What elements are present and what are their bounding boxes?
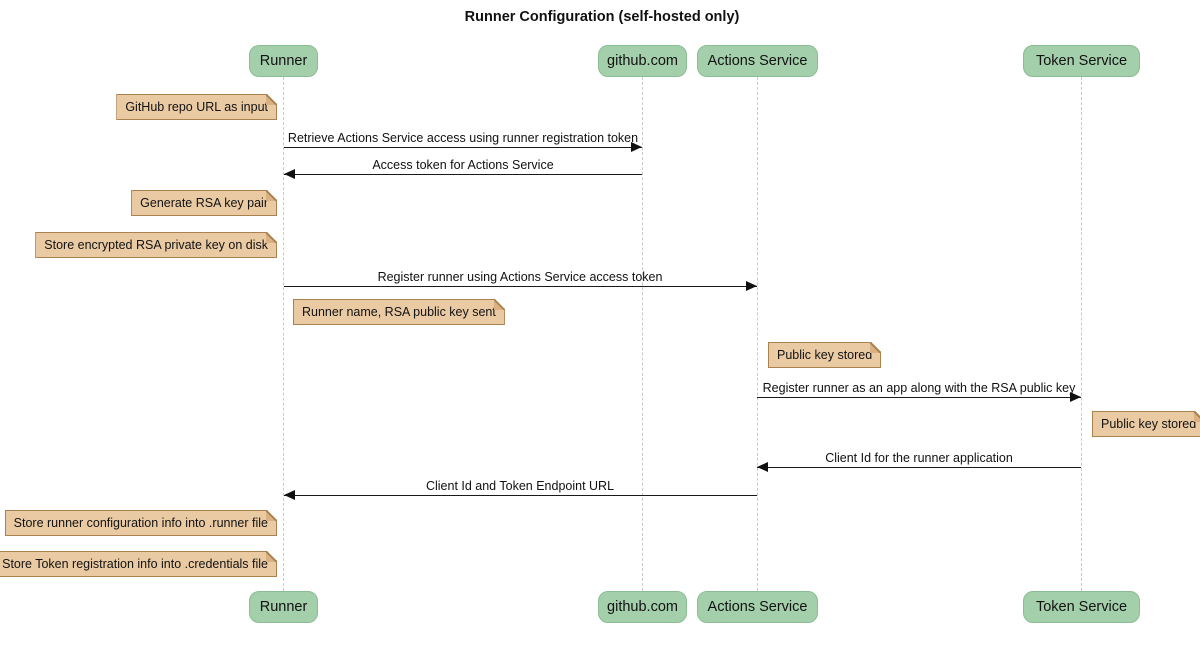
participant-runner-top: Runner xyxy=(249,45,318,77)
participant-token-service-top: Token Service xyxy=(1023,45,1140,77)
note-text: GitHub repo URL as input xyxy=(125,100,268,114)
lifeline-runner xyxy=(283,77,284,591)
note-github-repo-url: GitHub repo URL as input xyxy=(116,94,277,120)
message-line-4 xyxy=(757,397,1081,398)
note-text: Generate RSA key pair xyxy=(140,196,268,210)
message-label-3: Register runner using Actions Service ac… xyxy=(377,270,663,284)
note-text: Store encrypted RSA private key on disk xyxy=(44,238,268,252)
note-store-private-key: Store encrypted RSA private key on disk xyxy=(35,232,277,258)
message-line-5 xyxy=(757,467,1081,468)
note-text: Store runner configuration info into .ru… xyxy=(13,516,268,530)
participant-label: github.com xyxy=(607,599,678,615)
message-label-1: Retrieve Actions Service access using ru… xyxy=(287,131,639,145)
participant-actions-service-bottom: Actions Service xyxy=(697,591,818,623)
message-line-3 xyxy=(284,286,757,287)
note-text: Public key stored xyxy=(1101,417,1197,431)
participant-runner-bottom: Runner xyxy=(249,591,318,623)
arrowhead-left-icon xyxy=(284,490,295,500)
arrowhead-left-icon xyxy=(284,169,295,179)
note-generate-rsa-key-pair: Generate RSA key pair xyxy=(131,190,277,216)
participant-label: Actions Service xyxy=(707,53,808,69)
participant-label: Token Service xyxy=(1035,599,1128,615)
participant-label: Runner xyxy=(259,599,308,615)
note-runner-name-sent: Runner name, RSA public key sent xyxy=(293,299,505,325)
note-text: Public key stored xyxy=(777,348,873,362)
participant-token-service-bottom: Token Service xyxy=(1023,591,1140,623)
arrowhead-left-icon xyxy=(757,462,768,472)
note-store-runner-file: Store runner configuration info into .ru… xyxy=(5,510,277,536)
message-line-6 xyxy=(284,495,757,496)
message-label-6: Client Id and Token Endpoint URL xyxy=(425,479,615,493)
participant-label: github.com xyxy=(607,53,678,69)
lifeline-actions-service xyxy=(757,77,758,591)
note-public-key-stored-actions: Public key stored xyxy=(768,342,881,368)
note-text: Store Token registration info into .cred… xyxy=(2,557,268,571)
arrowhead-right-icon xyxy=(746,281,757,291)
arrowhead-right-icon xyxy=(631,142,642,152)
message-line-2 xyxy=(284,174,642,175)
message-label-4: Register runner as an app along with the… xyxy=(762,381,1076,395)
arrowhead-right-icon xyxy=(1070,392,1081,402)
participant-label: Token Service xyxy=(1035,53,1128,69)
message-line-1 xyxy=(284,147,642,148)
participant-label: Runner xyxy=(259,53,308,69)
participant-actions-service-top: Actions Service xyxy=(697,45,818,77)
lifeline-token-service xyxy=(1081,77,1082,591)
note-public-key-stored-token: Public key stored xyxy=(1092,411,1200,437)
message-label-2: Access token for Actions Service xyxy=(372,158,554,172)
participant-github-com-top: github.com xyxy=(598,45,687,77)
participant-github-com-bottom: github.com xyxy=(598,591,687,623)
note-text: Runner name, RSA public key sent xyxy=(302,305,496,319)
participant-label: Actions Service xyxy=(707,599,808,615)
note-store-credentials-file: Store Token registration info into .cred… xyxy=(0,551,277,577)
lifeline-github-com xyxy=(642,77,643,591)
message-label-5: Client Id for the runner application xyxy=(825,451,1013,465)
diagram-title: Runner Configuration (self-hosted only) xyxy=(464,9,740,25)
